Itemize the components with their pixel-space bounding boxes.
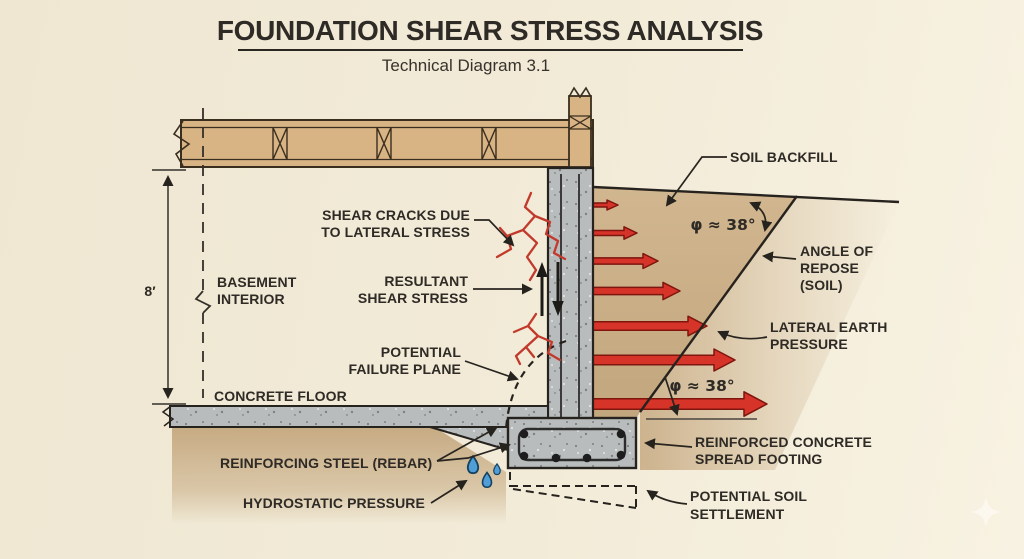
label-failure-plane-2: FAILURE PLANE (348, 361, 461, 377)
down-arrow-icon (552, 301, 564, 316)
shear-cracks-leader (474, 219, 515, 247)
slab-break-symbol (161, 405, 175, 427)
label-settlement-2: SETTLEMENT (690, 506, 785, 522)
settlement-dashed-outline (509, 472, 637, 509)
label-rebar: REINFORCING STEEL (REBAR) (220, 455, 432, 471)
phi-lower-arc (664, 376, 680, 416)
pressure-arrow (592, 281, 681, 301)
label-basement-interior-2: INTERIOR (217, 291, 285, 307)
label-concrete-floor: CONCRETE FLOOR (214, 388, 347, 404)
page-title: FOUNDATION SHEAR STRESS ANALYSIS (217, 15, 763, 46)
label-lateral-earth-2: PRESSURE (770, 336, 848, 352)
height-dimension (152, 169, 186, 405)
foundation-wall (546, 166, 595, 421)
water-drops (466, 454, 501, 489)
rebar-leader-1 (436, 427, 498, 462)
label-resultant-shear-1: RESULTANT (384, 273, 468, 289)
label-spread-footing-1: REINFORCED CONCRETE (695, 434, 872, 450)
lateral-earth-leader (717, 330, 768, 341)
pressure-arrow (592, 226, 638, 240)
footing-stirrup (517, 427, 627, 462)
label-settlement-1: POTENTIAL SOIL (690, 488, 807, 504)
stud-cross-brace (568, 115, 592, 130)
label-resultant-shear-2: SHEAR STRESS (358, 290, 468, 306)
angle-of-repose-line (639, 195, 798, 413)
footing-rebar-dots (519, 429, 626, 463)
concrete-floor-slab (169, 405, 549, 428)
water-drop-icon (466, 454, 480, 475)
leader-lines (430, 156, 797, 505)
label-wall-height: 8′ (144, 283, 156, 299)
label-angle-of-repose-1: ANGLE OF (800, 243, 873, 259)
stud-break-symbol (568, 86, 592, 99)
label-angle-of-repose-2: REPOSE (800, 260, 859, 276)
label-failure-plane-1: POTENTIAL (381, 344, 462, 360)
sparkle-icon (971, 497, 1001, 527)
shear-couple-arrows (536, 262, 564, 316)
interior-face-dashed-line (194, 108, 212, 398)
pressure-arrow (592, 252, 659, 270)
joist-break-symbol (172, 120, 191, 167)
settlement-leader (646, 489, 688, 505)
pressure-arrow (592, 199, 619, 211)
soil-backfill-leader (665, 156, 727, 207)
hydrostatic-leader (430, 479, 468, 504)
failure-plane-leader (464, 360, 519, 382)
wood-floor-framing (172, 86, 594, 168)
wall-stud (568, 95, 592, 168)
ground-surface-line (592, 185, 900, 204)
soil-under-slab-area (172, 428, 506, 524)
label-basement-interior-1: BASEMENT (217, 274, 297, 290)
label-phi-lower: φ ≈ 38° (669, 377, 734, 395)
phi-upper-arc (749, 201, 773, 232)
label-lateral-earth-1: LATERAL EARTH (770, 319, 887, 335)
label-shear-cracks-1: SHEAR CRACKS DUE (322, 207, 470, 223)
spread-footing-leader (644, 438, 693, 450)
label-angle-of-repose-3: (SOIL) (800, 277, 843, 293)
rebar-leader-2 (436, 442, 511, 462)
pressure-arrow (592, 348, 736, 372)
up-arrow-icon (536, 262, 548, 277)
label-hydrostatic: HYDROSTATIC PRESSURE (243, 495, 425, 511)
water-drop-icon (493, 462, 501, 476)
angle-of-repose-leader (762, 251, 797, 263)
label-spread-footing-2: SPREAD FOOTING (695, 451, 822, 467)
water-drop-icon (481, 471, 493, 489)
label-soil-backfill: SOIL BACKFILL (730, 149, 838, 165)
label-shear-cracks-2: TO LATERAL STRESS (321, 224, 470, 240)
failure-plane-dashed-curve (504, 339, 567, 430)
pressure-arrow (592, 391, 768, 417)
label-phi-upper: φ ≈ 38° (690, 216, 755, 234)
page-subtitle: Technical Diagram 3.1 (382, 56, 550, 75)
